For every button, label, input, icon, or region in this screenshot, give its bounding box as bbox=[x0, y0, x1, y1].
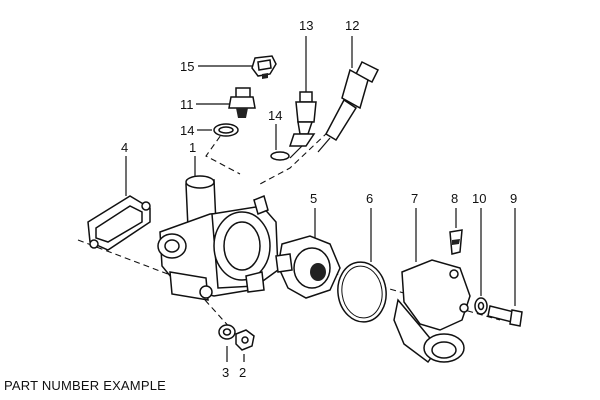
washer-part-10[interactable] bbox=[474, 297, 488, 315]
bolt-part-9[interactable] bbox=[487, 305, 523, 327]
sensor-part-13[interactable] bbox=[288, 91, 317, 159]
callout-8[interactable]: 8 bbox=[451, 191, 458, 206]
o-ring-part-6[interactable] bbox=[334, 259, 390, 325]
nut-part-2[interactable] bbox=[235, 329, 255, 351]
callout-3[interactable]: 3 bbox=[222, 365, 229, 380]
housing-cover-part-7[interactable] bbox=[393, 259, 471, 364]
gasket-part-4[interactable] bbox=[87, 195, 151, 251]
callout-7[interactable]: 7 bbox=[411, 191, 418, 206]
callout-1[interactable]: 1 bbox=[189, 140, 196, 155]
callout-2[interactable]: 2 bbox=[239, 365, 246, 380]
leader-lines bbox=[125, 36, 516, 362]
callout-14-right[interactable]: 14 bbox=[268, 108, 282, 123]
sealing-ring-part-14[interactable] bbox=[213, 123, 239, 137]
sensor-part-12[interactable] bbox=[317, 60, 380, 153]
bleed-screw-part-8[interactable] bbox=[449, 229, 463, 255]
callout-9[interactable]: 9 bbox=[510, 191, 517, 206]
switch-part-11[interactable] bbox=[228, 87, 256, 118]
callout-13[interactable]: 13 bbox=[299, 18, 313, 33]
callout-12[interactable]: 12 bbox=[345, 18, 359, 33]
callout-6[interactable]: 6 bbox=[366, 191, 373, 206]
callout-11[interactable]: 11 bbox=[180, 97, 194, 112]
callout-14-left[interactable]: 14 bbox=[180, 123, 194, 138]
plug-part-15[interactable] bbox=[251, 55, 277, 79]
washer-part-3[interactable] bbox=[218, 324, 236, 340]
callout-15[interactable]: 15 bbox=[180, 59, 194, 74]
callout-4[interactable]: 4 bbox=[121, 140, 128, 155]
callout-5[interactable]: 5 bbox=[310, 191, 317, 206]
thermostat-part-5[interactable] bbox=[275, 235, 341, 299]
thermostat-housing-part-1[interactable] bbox=[157, 175, 279, 301]
caption-text: PART NUMBER EXAMPLE bbox=[4, 378, 167, 393]
callout-numbers: 15 11 14 13 12 14 1 4 5 6 7 8 10 9 3 2 bbox=[121, 18, 517, 380]
sealing-ring-part-14b[interactable] bbox=[270, 151, 290, 161]
callout-10[interactable]: 10 bbox=[472, 191, 486, 206]
